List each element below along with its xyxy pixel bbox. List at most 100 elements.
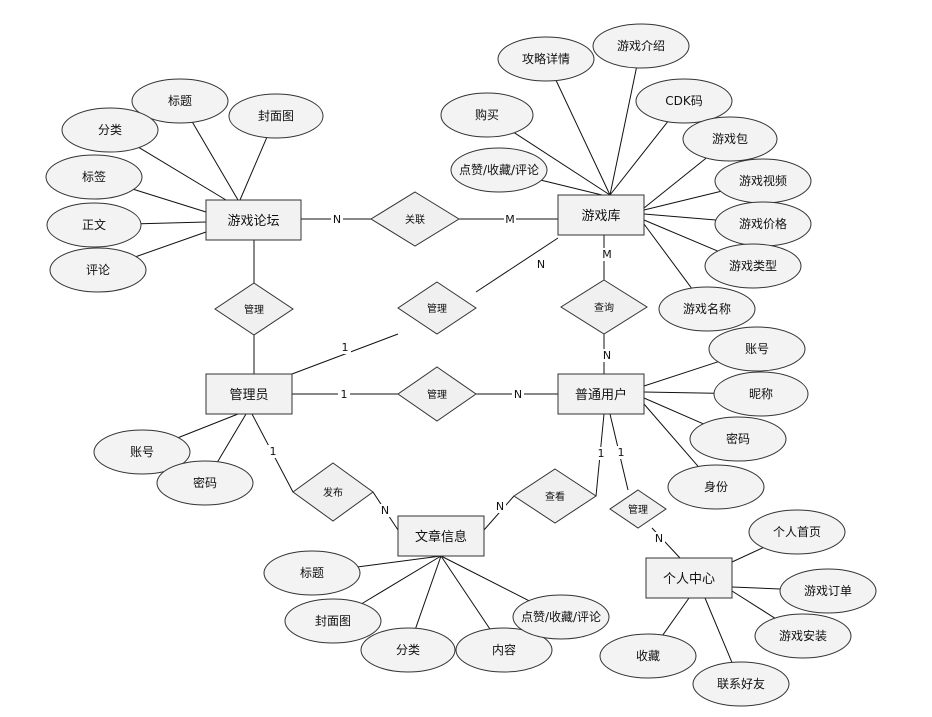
attribute-connector: [192, 121, 239, 201]
attribute-forum-3: 标签: [45, 154, 143, 200]
attribute-label: 购买: [475, 107, 499, 122]
attribute-library-8: 游戏类型: [704, 243, 802, 289]
cardinality-label: 1: [341, 388, 348, 401]
cardinality-label: N: [333, 213, 341, 226]
attribute-label: CDK码: [665, 94, 703, 108]
attribute-library-6: 游戏视频: [714, 158, 812, 204]
attribute-article-4: 点赞/收藏/评论: [512, 594, 610, 640]
attribute-layer: 标题封面图分类标签正文评论攻略详情游戏介绍购买CDK码点赞/收藏/评论游戏包游戏…: [45, 23, 877, 707]
attribute-user-2: 密码: [689, 416, 787, 462]
relationship-query: 查询: [560, 279, 648, 335]
attribute-ellipse: [667, 464, 765, 510]
attribute-library-3: CDK码: [635, 78, 733, 124]
attribute-label: 标签: [82, 169, 106, 184]
cardinality-backdrop: [504, 213, 516, 226]
attribute-ellipse: [682, 116, 778, 162]
attribute-label: 封面图: [258, 109, 294, 123]
attribute-connector: [731, 590, 776, 619]
cardinality-backdrop: [379, 504, 391, 517]
attribute-label: 封面图: [315, 614, 351, 628]
entity-label: 游戏论坛: [227, 214, 279, 229]
attribute-label: 游戏价格: [739, 216, 787, 231]
attribute-connector: [217, 413, 247, 463]
attribute-label: 评论: [86, 263, 110, 277]
entity-user: 普通用户: [557, 373, 645, 415]
attribute-user-3: 身份: [667, 464, 765, 510]
relationship-label: 查询: [594, 301, 614, 314]
relationship-label: 管理: [427, 388, 447, 401]
relationship-link: 关联: [370, 191, 460, 247]
attribute-label: 分类: [98, 123, 122, 137]
attribute-label: 游戏介绍: [617, 39, 665, 53]
attribute-ellipse: [592, 23, 690, 69]
attribute-connector: [731, 586, 781, 590]
attribute-ellipse: [263, 550, 361, 596]
attribute-connector: [555, 80, 611, 196]
attribute-admin-0: 账号: [93, 429, 191, 475]
attribute-ellipse: [284, 598, 382, 644]
attribute-ellipse: [156, 460, 254, 506]
attribute-connector: [643, 157, 707, 209]
cardinality-backdrop: [601, 248, 613, 261]
cardinality-backdrop: [267, 445, 279, 458]
cardinality-backdrop: [339, 341, 351, 354]
attribute-center-1: 游戏订单: [779, 568, 877, 614]
attribute-article-0: 标题: [263, 550, 361, 596]
attribute-label: 昵称: [749, 387, 773, 401]
attribute-library-1: 游戏介绍: [592, 23, 690, 69]
cardinality-label: N: [381, 504, 389, 517]
attribute-ellipse: [61, 107, 159, 153]
entity-forum: 游戏论坛: [205, 199, 302, 241]
attribute-ellipse: [131, 78, 229, 124]
attribute-connector: [138, 147, 227, 201]
attribute-connector: [643, 213, 716, 221]
relationship-diamond: [513, 468, 597, 524]
attribute-article-2: 分类: [360, 627, 456, 673]
attribute-ellipse: [360, 627, 456, 673]
attribute-forum-4: 正文: [46, 202, 142, 248]
attribute-ellipse: [708, 326, 806, 372]
relationship-manage-center: 管理: [609, 489, 667, 529]
attribute-label: 游戏视频: [739, 173, 787, 188]
attribute-connector: [643, 190, 721, 211]
cardinality-backdrop: [494, 500, 506, 513]
entity-library: 游戏库: [557, 194, 645, 236]
attribute-library-7: 游戏价格: [714, 201, 812, 247]
attribute-connector: [178, 413, 239, 439]
cardinality-label: M: [602, 248, 612, 261]
cardinality-label: 1: [270, 445, 277, 458]
entity-label: 游戏库: [581, 208, 620, 224]
attribute-label: 身份: [704, 479, 728, 494]
cardinality-label: 1: [342, 341, 349, 354]
attribute-user-0: 账号: [708, 326, 806, 372]
attribute-library-5: 游戏包: [682, 116, 778, 162]
attribute-library-9: 游戏名称: [658, 286, 756, 332]
attribute-label: 游戏订单: [804, 584, 852, 598]
attribute-label: 联系好友: [717, 677, 765, 691]
relationship-diamond: [397, 281, 477, 335]
attribute-ellipse: [704, 243, 802, 289]
attribute-connector: [643, 403, 699, 467]
attribute-label: 游戏包: [712, 132, 748, 146]
attribute-ellipse: [748, 509, 846, 555]
attribute-forum-2: 分类: [61, 107, 159, 153]
attribute-forum-5: 评论: [49, 247, 147, 293]
attribute-connector: [361, 555, 442, 604]
cardinality-label: N: [496, 500, 504, 513]
relationship-label: 管理: [628, 503, 648, 516]
attribute-label: 攻略详情: [522, 51, 570, 66]
attribute-ellipse: [450, 147, 548, 193]
attribute-label: 点赞/收藏/评论: [521, 610, 601, 624]
attribute-connector: [133, 188, 207, 213]
cardinality-label: 1: [618, 446, 625, 459]
attribute-label: 游戏安装: [779, 628, 827, 643]
attribute-connector: [643, 391, 715, 394]
attribute-ellipse: [228, 93, 324, 139]
entity-box: [557, 194, 645, 236]
cardinality-label: N: [655, 532, 663, 545]
attribute-connector: [440, 555, 491, 630]
attribute-connector: [643, 223, 692, 289]
relationship-diamond: [609, 489, 667, 529]
attribute-ellipse: [713, 371, 809, 417]
attribute-ellipse: [497, 36, 595, 82]
